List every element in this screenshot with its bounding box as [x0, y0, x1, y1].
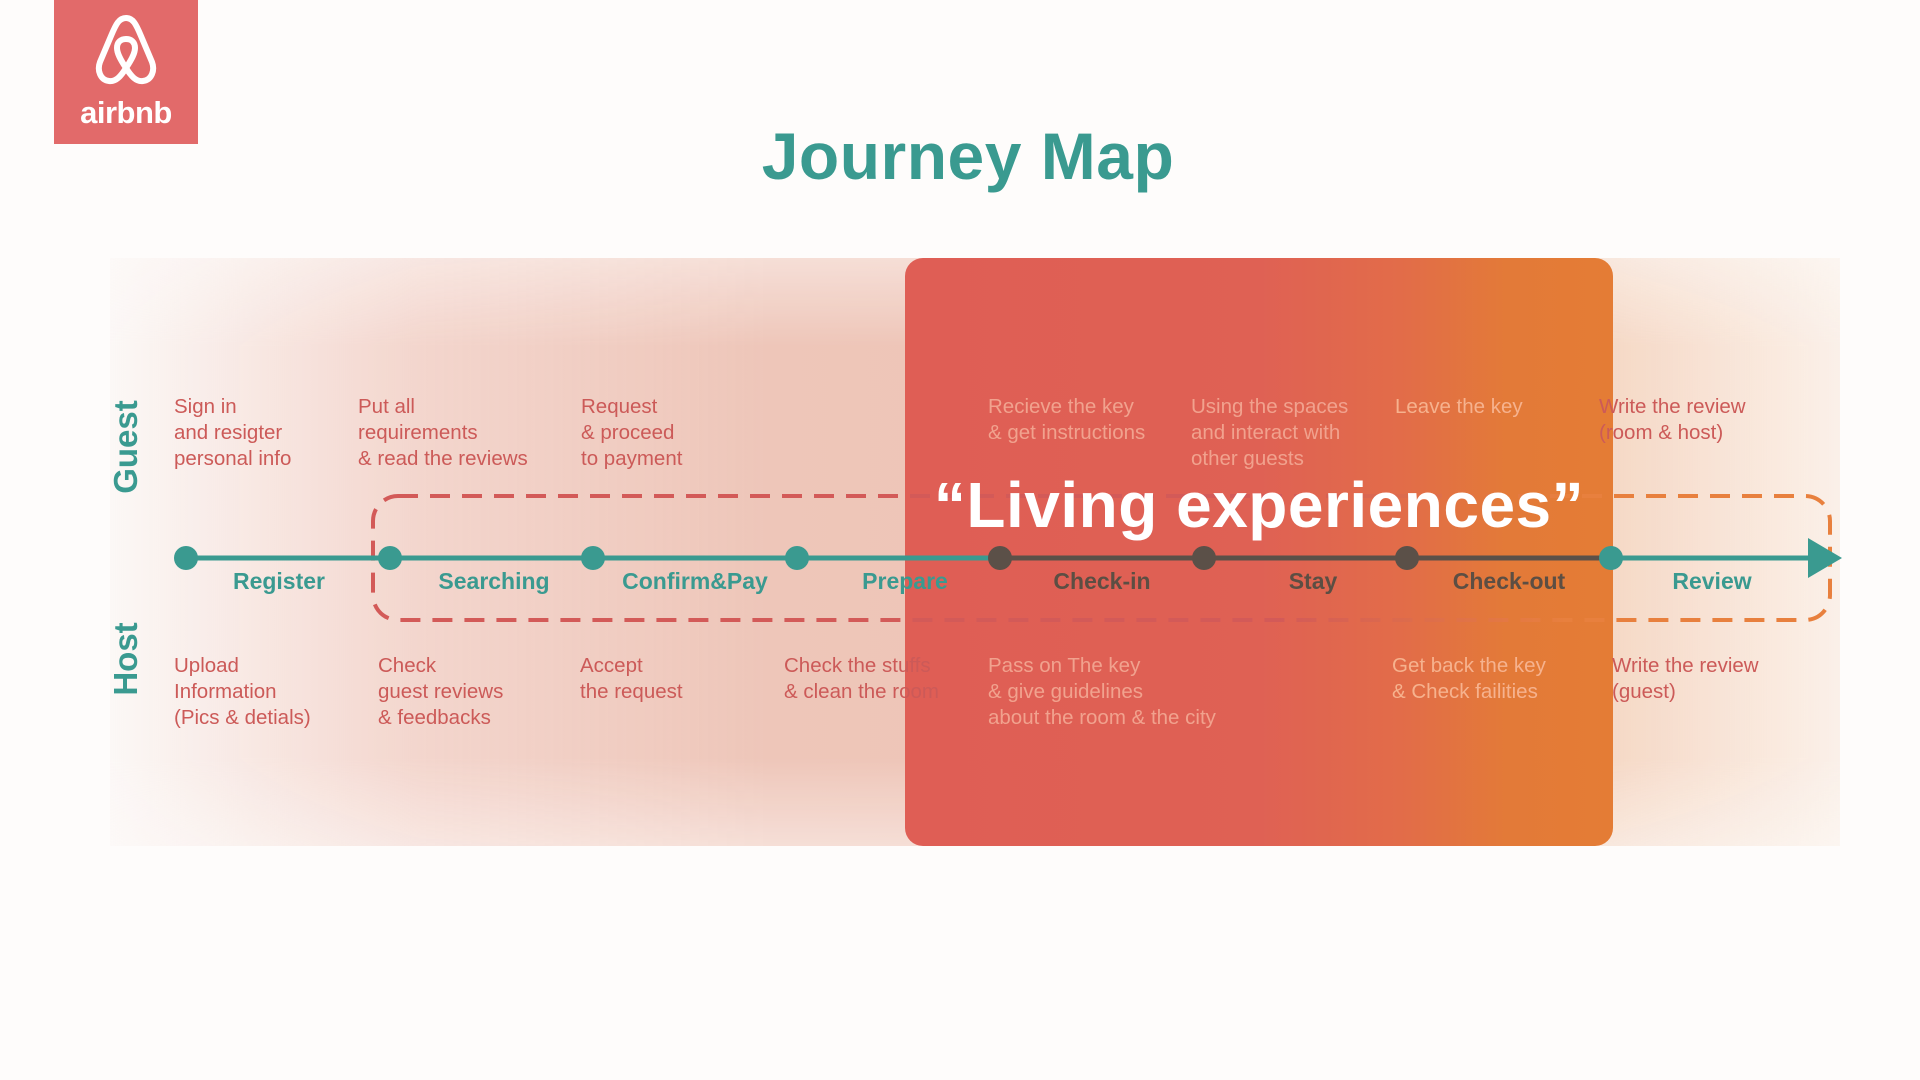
stage-searching: Searching: [438, 568, 550, 594]
stage-confirm-pay: Confirm&Pay: [622, 568, 768, 594]
timeline-node: [1395, 546, 1419, 570]
timeline-node: [581, 546, 605, 570]
stage-stay: Stay: [1288, 568, 1338, 594]
timeline-node: [174, 546, 198, 570]
host-task-searching: Check guest reviews & feedbacks: [378, 654, 504, 729]
timeline-node: [1192, 546, 1216, 570]
stage-review: Review: [1672, 568, 1752, 594]
stage-register: Register: [232, 568, 326, 594]
airbnb-logo: airbnb: [54, 0, 198, 144]
living-experiences-highlight: [905, 258, 1613, 846]
guest-task-stay: Using the spaces and interact with other…: [1191, 395, 1349, 470]
timeline-node: [785, 546, 809, 570]
host-task-confirm-pay: Accept the request: [580, 654, 683, 703]
guest-task-searching: Put all requirements & read the reviews: [358, 395, 528, 470]
guest-task-register: Sign in and resigter personal info: [174, 395, 292, 470]
stage-check-out: Check-out: [1452, 568, 1566, 594]
experience-dashed-outline: [371, 494, 1832, 622]
living-experiences-label: “Living experiences”: [933, 469, 1585, 541]
stage-prepare: Prepare: [862, 568, 948, 594]
timeline-arrowhead: [1808, 538, 1842, 578]
stage-check-in: Check-in: [1053, 568, 1151, 594]
page-title: Journey Map: [761, 119, 1175, 193]
guest-task-confirm-pay: Request & proceed to payment: [581, 395, 683, 470]
host-task-register: Upload Information (Pics & detials): [174, 654, 311, 729]
timeline-node: [988, 546, 1012, 570]
logo-wordmark: airbnb: [80, 95, 172, 130]
host-task-check-in: Pass on The key & give guidelines about …: [988, 654, 1216, 729]
host-task-prepare: Check the stuffs & clean the room: [784, 654, 939, 703]
host-task-review: Write the review (guest): [1612, 654, 1759, 703]
host-task-check-out: Get back the key & Check failities: [1392, 654, 1546, 703]
guest-task-check-in: Recieve the key & get instructions: [988, 395, 1146, 444]
airbnb-belo-icon: [95, 15, 157, 85]
timeline-node: [1599, 546, 1623, 570]
timeline-node: [378, 546, 402, 570]
guest-task-check-out: Leave the key: [1395, 395, 1523, 418]
guest-task-review: Write the review (room & host): [1599, 395, 1746, 444]
